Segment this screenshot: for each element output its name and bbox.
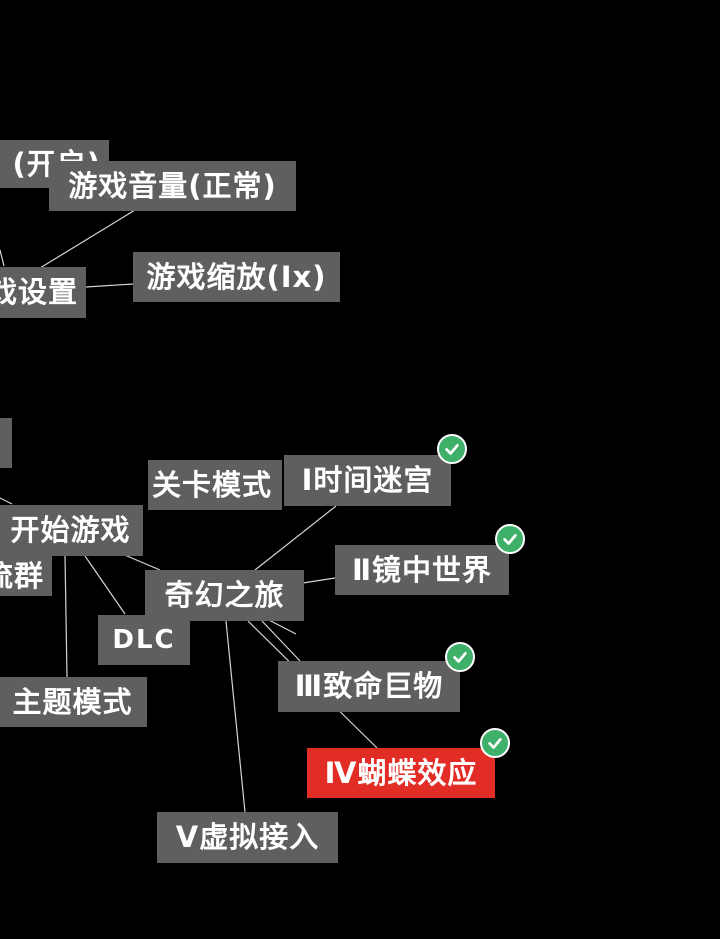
chapter-2-label: Ⅱ镜中世界 [351,552,493,587]
link-fantasy-ch1 [254,505,337,571]
link-fantasy-ch2 [302,577,336,584]
start-game-label: 开始游戏 [10,513,131,547]
chapter-5-node[interactable]: Ⅴ虚拟接入 [157,812,338,863]
chapter-2-check-icon [495,524,525,554]
fantasy-journey-label: 奇幻之旅 [164,578,285,612]
theme-mode-label: 主题模式 [12,684,133,719]
zoom-node[interactable]: 游戏缩放(Ix) [133,252,340,302]
game-settings-node[interactable]: 戏设置 [0,267,86,318]
dlc-node[interactable]: DLC [98,615,190,665]
link-start-dlc [84,555,126,615]
theme-mode-node[interactable]: 主题模式 [0,677,147,727]
link-settings-zoom [85,283,134,288]
chapter-5-label: Ⅴ虚拟接入 [175,820,320,854]
community-node[interactable]: 流群 [0,556,52,596]
dlc-label: DLC [112,625,176,655]
link-fantasy-ch5 [225,620,246,813]
fantasy-journey-node[interactable]: 奇幻之旅 [145,570,304,621]
chapter-3-node[interactable]: Ⅲ致命巨物 [278,661,460,712]
start-game-node[interactable]: 开始游戏 [0,505,143,556]
level-mode-node[interactable]: 关卡模式 [148,460,282,510]
chapter-1-check-icon [437,434,467,464]
link-fantasy-ch3 [261,620,301,662]
volume-node[interactable]: 游戏音量(正常) [49,161,296,211]
game-settings-label: 戏设置 [0,275,78,309]
level-mode-label: 关卡模式 [152,467,273,502]
link-start-left [0,497,13,505]
link-settings-volume [39,209,136,269]
chapter-4-check-icon [480,728,510,758]
chapter-3-check-icon [445,642,475,672]
chapter-4-label: Ⅳ蝴蝶效应 [324,755,478,790]
chapter-1-node[interactable]: Ⅰ时间迷宫 [284,455,451,506]
chapter-4-node[interactable]: Ⅳ蝴蝶效应 [307,748,495,798]
edge-stub-node[interactable] [0,418,12,468]
link-start-theme [64,555,68,678]
chapter-1-label: Ⅰ时间迷宫 [301,463,434,497]
community-label: 流群 [0,558,44,593]
zoom-label: 游戏缩放(Ix) [146,259,327,294]
volume-label: 游戏音量(正常) [68,168,277,203]
chapter-2-node[interactable]: Ⅱ镜中世界 [335,545,509,595]
chapter-3-label: Ⅲ致命巨物 [294,669,444,703]
link-settings-top [0,249,5,267]
